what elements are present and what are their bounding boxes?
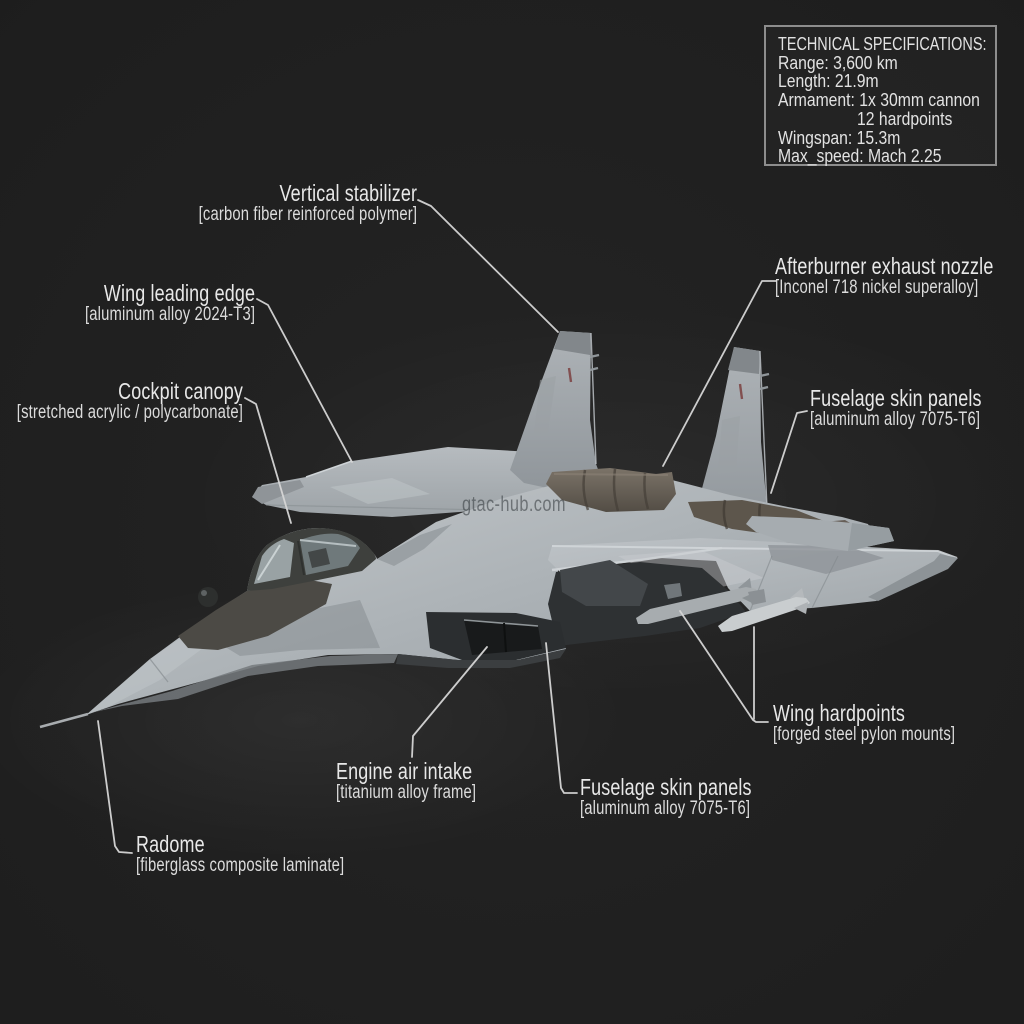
leader-fuselage-bottom: [545, 642, 578, 794]
fuselage: [86, 471, 874, 715]
leader-engine-air-intake: [411, 646, 488, 758]
label-title: Fuselage skin panels: [810, 385, 982, 411]
watermark: gtac-hub.com: [462, 493, 566, 516]
leader-wing-leading-edge: [256, 298, 353, 463]
leader-wing-hardpoints-a: [679, 610, 769, 723]
nose-details: [39, 580, 566, 729]
underside: [426, 560, 746, 660]
windscreen-glass: [254, 539, 294, 584]
label-radome: Radome [fiberglass composite laminate]: [136, 833, 344, 876]
label-title: Vertical stabilizer: [279, 180, 417, 206]
pylon: [748, 589, 766, 605]
leader-radome: [97, 720, 133, 854]
missile-white: [718, 597, 810, 632]
label-vertical-stabilizer: Vertical stabilizer [carbon fiber reinfo…: [199, 182, 417, 225]
spec-title: TECHNICAL SPECIFICATIONS:: [778, 33, 987, 54]
spec-box: TECHNICAL SPECIFICATIONS: Range: 3,600 k…: [764, 25, 997, 166]
label-fuselage-skin-panels-right: Fuselage skin panels [aluminum alloy 707…: [810, 387, 982, 430]
pitot-tube: [39, 712, 89, 729]
radome-cone: [86, 625, 214, 715]
port-wing: [252, 447, 578, 517]
label-title: Afterburner exhaust nozzle: [775, 253, 994, 279]
irst-sensor-ball: [198, 587, 218, 607]
label-subtitle: [aluminum alloy 2024-T3]: [84, 304, 255, 325]
label-afterburner-exhaust-nozzle: Afterburner exhaust nozzle [Inconel 718 …: [775, 255, 993, 298]
label-title: Fuselage skin panels: [580, 774, 752, 800]
leader-fuselage-right: [770, 410, 808, 494]
label-title: Wing hardpoints: [773, 700, 905, 726]
leader-lines: [97, 199, 808, 854]
label-subtitle: [carbon fiber reinforced polymer]: [198, 204, 417, 225]
label-subtitle: [titanium alloy frame]: [336, 782, 477, 803]
engine-air-intake-opening: [464, 620, 542, 655]
inboard-pylon-stores: [560, 560, 648, 606]
turtleback: [377, 524, 452, 566]
missile-gray: [636, 587, 758, 624]
spec-line-hardpoints: 12 hardpoints: [857, 107, 953, 129]
spec-line-max-speed: Max_speed: Mach 2.25: [778, 145, 942, 167]
label-subtitle: [aluminum alloy 7075-T6]: [810, 409, 981, 430]
port-wingtip-rail: [252, 480, 304, 504]
leader-afterburner: [662, 280, 777, 467]
leader-vertical-stabilizer: [417, 199, 559, 333]
label-title: Cockpit canopy: [118, 378, 243, 404]
pylon: [664, 583, 682, 599]
spec-line-length: Length: 21.9m: [778, 70, 879, 92]
label-subtitle: [forged steel pylon mounts]: [773, 724, 956, 745]
anti-glare-panel: [178, 580, 332, 650]
label-cockpit-canopy: Cockpit canopy [stretched acrylic / poly…: [17, 380, 243, 423]
right-vertical-stabilizer: [692, 347, 772, 537]
right-wingtip-rail: [868, 554, 958, 601]
leader-cockpit-canopy: [244, 397, 292, 524]
label-title: Wing leading edge: [103, 280, 255, 306]
spec-line-armament: Armament: 1x 30mm cannon: [778, 89, 980, 111]
cockpit-canopy-shape: [247, 528, 376, 591]
underwing-missiles: [636, 578, 810, 632]
label-wing-hardpoints: Wing hardpoints [forged steel pylon moun…: [773, 702, 955, 745]
label-title: Engine air intake: [336, 758, 473, 784]
label-subtitle: [Inconel 718 nickel superalloy]: [775, 277, 979, 298]
spec-line-range: Range: 3,600 km: [778, 51, 898, 73]
left-vertical-stabilizer: [510, 331, 602, 492]
label-fuselage-skin-panels-bottom: Fuselage skin panels [aluminum alloy 707…: [580, 776, 752, 819]
pilot-seat: [308, 548, 330, 568]
label-subtitle: [aluminum alloy 7075-T6]: [580, 798, 751, 819]
label-title: Radome: [136, 831, 205, 857]
label-wing-leading-edge: Wing leading edge [aluminum alloy 2024-T…: [85, 282, 255, 325]
right-stabilator: [746, 516, 894, 551]
label-subtitle: [stretched acrylic / polycarbonate]: [16, 402, 243, 423]
label-subtitle: [fiberglass composite laminate]: [136, 855, 345, 876]
label-engine-air-intake: Engine air intake [titanium alloy frame]: [336, 760, 476, 803]
spec-line-wingspan: Wingspan: 15.3m: [778, 126, 901, 148]
